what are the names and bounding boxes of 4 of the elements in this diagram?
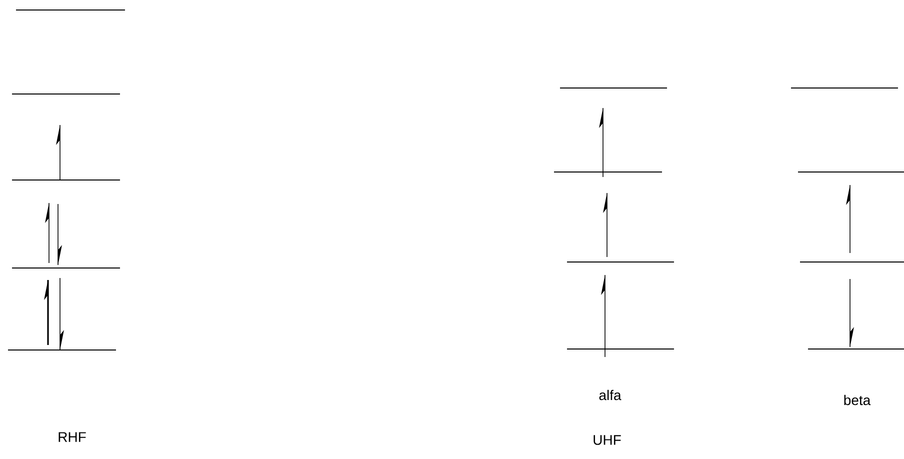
text-label: beta	[844, 394, 871, 406]
text-label: alfa	[599, 390, 622, 400]
text-label: RHF	[58, 432, 86, 442]
text-label: UHF	[594, 435, 621, 445]
